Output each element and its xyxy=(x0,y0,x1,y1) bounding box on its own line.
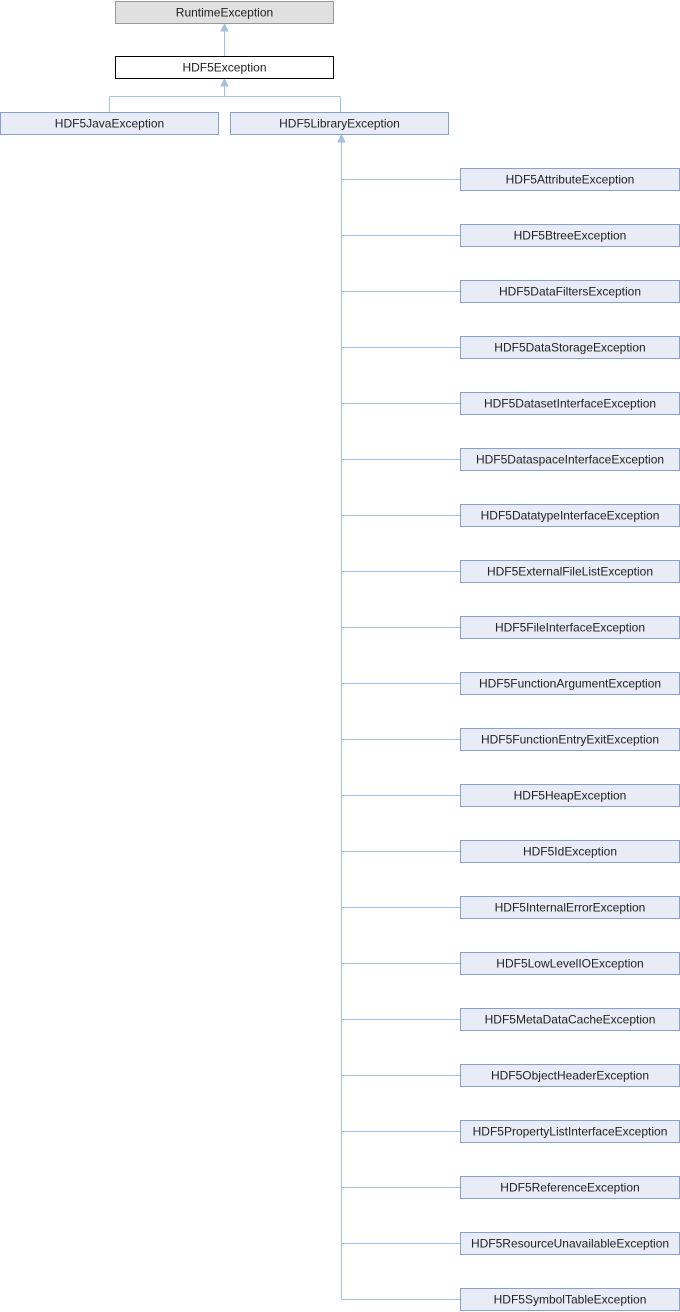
node-library-subclass[interactable]: HDF5DatasetInterfaceException xyxy=(460,392,680,415)
node-library-subclass[interactable]: HDF5InternalErrorException xyxy=(460,896,680,919)
node-label: HDF5FunctionEntryExitException xyxy=(481,733,659,747)
node-library-subclass[interactable]: HDF5HeapException xyxy=(460,784,680,807)
node-label: HDF5LowLevelIOException xyxy=(496,957,643,971)
node-hdf5-exception: HDF5Exception xyxy=(115,56,334,79)
node-label: HDF5MetaDataCacheException xyxy=(485,1013,656,1027)
node-library-subclass[interactable]: HDF5PropertyListInterfaceException xyxy=(460,1120,680,1143)
node-label: HDF5DatatypeInterfaceException xyxy=(481,509,660,523)
node-runtime-exception: RuntimeException xyxy=(115,1,334,24)
node-label: HDF5DataFiltersException xyxy=(499,285,641,299)
node-label: HDF5BtreeException xyxy=(514,229,627,243)
node-label: HDF5AttributeException xyxy=(506,173,635,187)
node-label: HDF5JavaException xyxy=(55,117,164,131)
node-library-subclass[interactable]: HDF5ObjectHeaderException xyxy=(460,1064,680,1087)
node-library-subclass[interactable]: HDF5ExternalFileListException xyxy=(460,560,680,583)
node-label: HDF5ResourceUnavailableException xyxy=(471,1237,669,1251)
node-hdf5-library-exception[interactable]: HDF5LibraryException xyxy=(230,112,449,135)
node-label: HDF5IdException xyxy=(523,845,617,859)
node-label: HDF5ObjectHeaderException xyxy=(491,1069,649,1083)
node-library-subclass[interactable]: HDF5AttributeException xyxy=(460,168,680,191)
node-label: HDF5ExternalFileListException xyxy=(487,565,653,579)
inheritance-arrowhead xyxy=(337,133,346,143)
node-label: HDF5FileInterfaceException xyxy=(495,621,645,635)
library-subclass-list: HDF5AttributeExceptionHDF5BtreeException… xyxy=(460,168,680,1311)
node-library-subclass[interactable]: HDF5MetaDataCacheException xyxy=(460,1008,680,1031)
node-library-subclass[interactable]: HDF5DatatypeInterfaceException xyxy=(460,504,680,527)
node-label: HDF5PropertyListInterfaceException xyxy=(473,1125,668,1139)
node-library-subclass[interactable]: HDF5IdException xyxy=(460,840,680,863)
node-hdf5-java-exception[interactable]: HDF5JavaException xyxy=(0,112,219,135)
node-library-subclass[interactable]: HDF5FunctionArgumentException xyxy=(460,672,680,695)
node-library-subclass[interactable]: HDF5ReferenceException xyxy=(460,1176,680,1199)
node-label: HDF5SymbolTableException xyxy=(494,1293,647,1307)
node-library-subclass[interactable]: HDF5ResourceUnavailableException xyxy=(460,1232,680,1255)
node-library-subclass[interactable]: HDF5FileInterfaceException xyxy=(460,616,680,639)
node-library-subclass[interactable]: HDF5DataspaceInterfaceException xyxy=(460,448,680,471)
node-label: HDF5FunctionArgumentException xyxy=(479,677,661,691)
node-label: HDF5InternalErrorException xyxy=(495,901,646,915)
node-library-subclass[interactable]: HDF5SymbolTableException xyxy=(460,1288,680,1311)
node-library-subclass[interactable]: HDF5LowLevelIOException xyxy=(460,952,680,975)
node-library-subclass[interactable]: HDF5FunctionEntryExitException xyxy=(460,728,680,751)
node-label: HDF5ReferenceException xyxy=(500,1181,639,1195)
node-label: HDF5DataspaceInterfaceException xyxy=(476,453,664,467)
node-library-subclass[interactable]: HDF5DataFiltersException xyxy=(460,280,680,303)
node-label: HDF5Exception xyxy=(182,61,266,75)
node-label: RuntimeException xyxy=(176,6,273,20)
inheritance-arrowhead xyxy=(220,77,229,87)
inheritance-edges xyxy=(109,22,461,1300)
node-label: HDF5DataStorageException xyxy=(494,341,645,355)
inheritance-arrowhead xyxy=(220,22,229,32)
node-label: HDF5DatasetInterfaceException xyxy=(484,397,656,411)
node-label: HDF5LibraryException xyxy=(279,117,400,131)
node-library-subclass[interactable]: HDF5BtreeException xyxy=(460,224,680,247)
node-library-subclass[interactable]: HDF5DataStorageException xyxy=(460,336,680,359)
node-label: HDF5HeapException xyxy=(514,789,627,803)
